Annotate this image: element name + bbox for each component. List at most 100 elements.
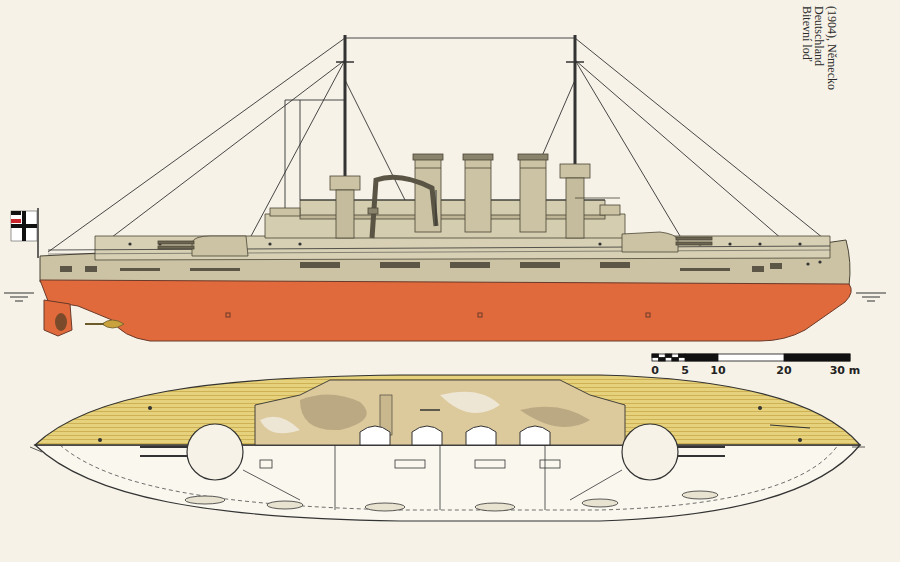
waterline-symbol [10,297,28,298]
deck-plan-view [255,380,625,445]
deck-plan-view [60,445,838,510]
waterline-symbol [867,301,875,302]
deck-plan-view [243,445,622,510]
hull-side-view [268,242,271,245]
superstructure [574,35,577,164]
scale-bar [665,354,672,358]
superstructure [336,190,354,238]
deck-plan-view [360,426,390,445]
superstructure [520,168,546,169]
hull-side-view [818,260,821,263]
deck-plan-view [420,409,440,411]
superstructure [622,232,678,252]
hull-side-view [728,242,731,245]
hull-side-view [752,266,764,272]
waterline-symbol [862,297,880,298]
hull-side-view [40,236,851,341]
deck-plan-view [365,503,405,511]
deck-plan-view [622,424,678,480]
superstructure [344,35,347,178]
ensign-flag [11,215,21,219]
deck-plan-view [35,445,860,521]
superstructure [520,156,546,232]
superstructure [413,154,443,160]
hull-side-view [226,313,230,317]
hull-side-view [60,266,72,272]
hull-side-view [806,262,809,265]
deck-plan-view [545,445,546,510]
hull-side-view [680,268,730,271]
ship-title: Bitevní loď Deutschland (1904), Německo [800,6,838,90]
superstructure [330,176,360,190]
deck-plan-view [30,447,42,452]
superstructure [465,168,491,169]
superstructure [436,190,437,226]
hull-side-view [478,313,482,317]
superstructure [158,241,194,244]
scale-label: 0 [651,364,659,377]
ensign-flag [11,211,37,241]
deck-plan-view [466,426,496,445]
deck-plan-view [540,460,560,468]
deck-plan-view [148,406,152,410]
scale-label: 20 [776,364,791,377]
hull-side-view [48,250,830,254]
ensign-flag [11,219,21,223]
deck-plan-view [758,406,762,410]
hull-side-view [598,242,601,245]
hull-side-view [798,242,801,245]
deck-plan-view [243,470,300,500]
deck-plan-view [520,407,590,427]
deck-plan-view [475,503,515,511]
hull-side-view [40,280,851,341]
superstructure [270,208,300,216]
waterline-symbol [15,301,23,302]
deck-plan-view [582,499,618,507]
scale-bar [784,354,850,361]
superstructure [676,242,712,245]
superstructure [600,205,620,215]
deck-plan-view [440,445,441,510]
rigging [300,100,301,200]
hull-side-view [190,268,240,271]
hull-side-view [44,300,72,336]
scale-bar [678,354,685,358]
scale-bar [672,358,679,362]
deck-plan-view [98,406,802,442]
hull-side-view [298,242,301,245]
deck-plan-view [475,460,505,468]
hull-side-view [48,246,830,250]
scale-bar [652,354,850,361]
hull-side-view [300,262,340,268]
superstructure [575,198,620,199]
deck-plan-view [395,460,425,468]
deck-plan-view [412,426,442,445]
waterline-symbol [4,293,886,301]
rigging [575,38,828,242]
ensign-flag [22,211,26,241]
superstructure [158,246,194,249]
deck-plan-view [852,447,865,448]
deck-plan-view [678,446,725,448]
deck-plan-view [360,426,550,445]
hull-side-view [85,266,97,272]
deck-plan-view [678,455,725,457]
superstructure [566,61,584,63]
ensign-flag [37,208,39,258]
deck-plan-view [682,491,718,499]
superstructure [192,236,248,256]
superstructure [158,35,712,256]
hull-side-view [60,262,782,272]
deck-plan-view [140,455,187,457]
ensign-flag [11,208,38,258]
deck-plan-view [570,470,622,500]
deck-plan-view [30,375,865,521]
deck-plan-view [260,460,272,468]
scale-label: 10 [710,364,725,377]
waterline-symbol [4,293,34,294]
superstructure [465,156,491,232]
hull-side-view [120,268,160,271]
deck-plan-view [260,417,300,434]
deck-plan-view [520,426,550,445]
deck-plan-view [300,394,367,430]
